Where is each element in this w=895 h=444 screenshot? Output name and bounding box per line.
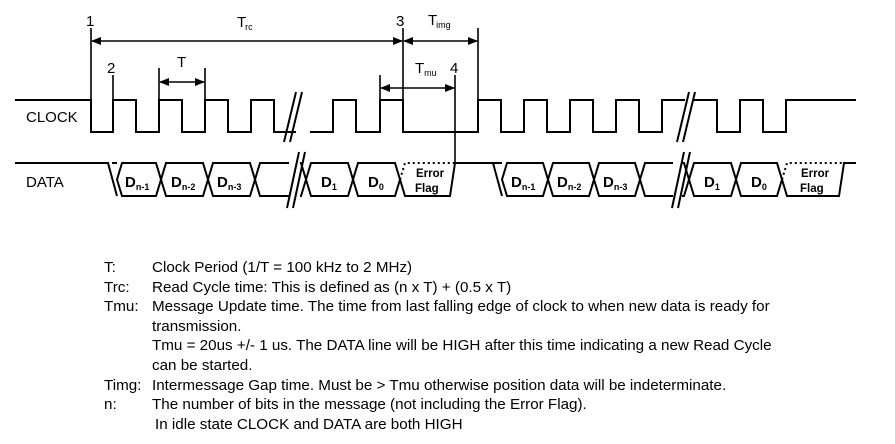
legend-continuation: In idle state CLOCK and DATA are both HI… xyxy=(155,415,463,433)
error-flag-label: Flag xyxy=(415,183,439,195)
break-mark xyxy=(283,91,297,143)
legend-item: Timg: Intermessage Gap time. Must be > Tm… xyxy=(104,376,772,396)
bit-label: Dn-3 xyxy=(217,174,241,192)
legend-definition: Message Update time. The time from last … xyxy=(152,298,770,316)
legend-definition: Intermessage Gap time. Must be > Tmu oth… xyxy=(152,376,727,394)
bit-label: D0 xyxy=(751,174,767,192)
bit-label: Dn-2 xyxy=(557,174,581,192)
bit-label: D1 xyxy=(321,174,337,192)
trc-label: Trc xyxy=(237,14,253,32)
legend: T:Clock Period (1/T = 100 kHz to 2 MHz)T… xyxy=(104,258,772,434)
legend-term: Timg: xyxy=(104,376,142,394)
data-segment xyxy=(781,162,844,180)
clock-waveform xyxy=(15,99,856,133)
data-waveform xyxy=(15,162,856,197)
break-marks xyxy=(283,91,696,209)
bit-labels: Dn-1 Dn-2 Dn-3 D1 D0 Dn-1 Dn-2 Dn-3 D1 D0 ErrorFla… xyxy=(125,168,830,195)
data-segment xyxy=(15,162,118,197)
break-mark xyxy=(289,91,303,143)
bit-label: Dn-2 xyxy=(171,174,195,192)
legend-item: Tmu: Message Update time. The time from l… xyxy=(104,297,772,317)
break-mark xyxy=(671,151,685,209)
marker-3: 3 xyxy=(396,13,404,30)
bit-label: D0 xyxy=(368,174,384,192)
data-segment xyxy=(639,162,673,197)
data-segment xyxy=(399,162,455,180)
legend-term: Trc: xyxy=(104,278,130,296)
legend-item: Trc: Read Cycle time: This is defined as … xyxy=(104,278,772,298)
legend-continuation: Tmu = 20us +/- 1 us. The DATA line will … xyxy=(152,337,772,355)
break-mark xyxy=(682,91,696,143)
clock-signal-label: CLOCK xyxy=(26,109,78,126)
marker-4: 4 xyxy=(450,60,458,77)
data-segment xyxy=(781,162,856,197)
legend-term: Tmu: xyxy=(104,298,139,316)
legend-definition: The number of bits in the message (not i… xyxy=(152,396,587,414)
break-mark xyxy=(677,151,691,209)
legend-continuation: can be started. xyxy=(152,356,253,374)
timg-label: Timg xyxy=(428,12,451,30)
break-mark xyxy=(292,151,306,209)
legend-term: T: xyxy=(104,259,116,276)
legend-item: n: The number of bits in the message (not… xyxy=(104,395,772,415)
error-flag-label: Flag xyxy=(800,183,824,195)
data-segment xyxy=(399,162,497,197)
bit-label: Dn-3 xyxy=(603,174,627,192)
bit-label: Dn-1 xyxy=(511,174,535,192)
data-signal-label: DATA xyxy=(26,174,64,191)
legend-term: n: xyxy=(104,396,117,414)
legend-definition: Clock Period (1/T = 100 kHz to 2 MHz) xyxy=(152,259,413,276)
tmu-label: Tmu xyxy=(415,60,437,78)
data-segment xyxy=(682,162,691,197)
marker-1: 1 xyxy=(86,13,94,30)
marker-2: 2 xyxy=(107,60,115,77)
legend-continuation: transmission. xyxy=(152,317,242,335)
data-segment xyxy=(491,162,503,197)
t-label: T xyxy=(177,54,186,71)
bit-label: D1 xyxy=(704,174,720,192)
error-flag-label: Error xyxy=(801,168,830,180)
legend-definition: Read Cycle time: This is defined as (n x… xyxy=(152,278,512,296)
break-mark xyxy=(286,151,300,209)
break-mark xyxy=(676,91,690,143)
bit-label: Dn-1 xyxy=(125,174,149,192)
error-flag-label: Error xyxy=(416,168,445,180)
legend-item: T: Clock Period (1/T = 100 kHz to 2 MHz) xyxy=(104,258,772,278)
data-segment xyxy=(254,162,289,197)
